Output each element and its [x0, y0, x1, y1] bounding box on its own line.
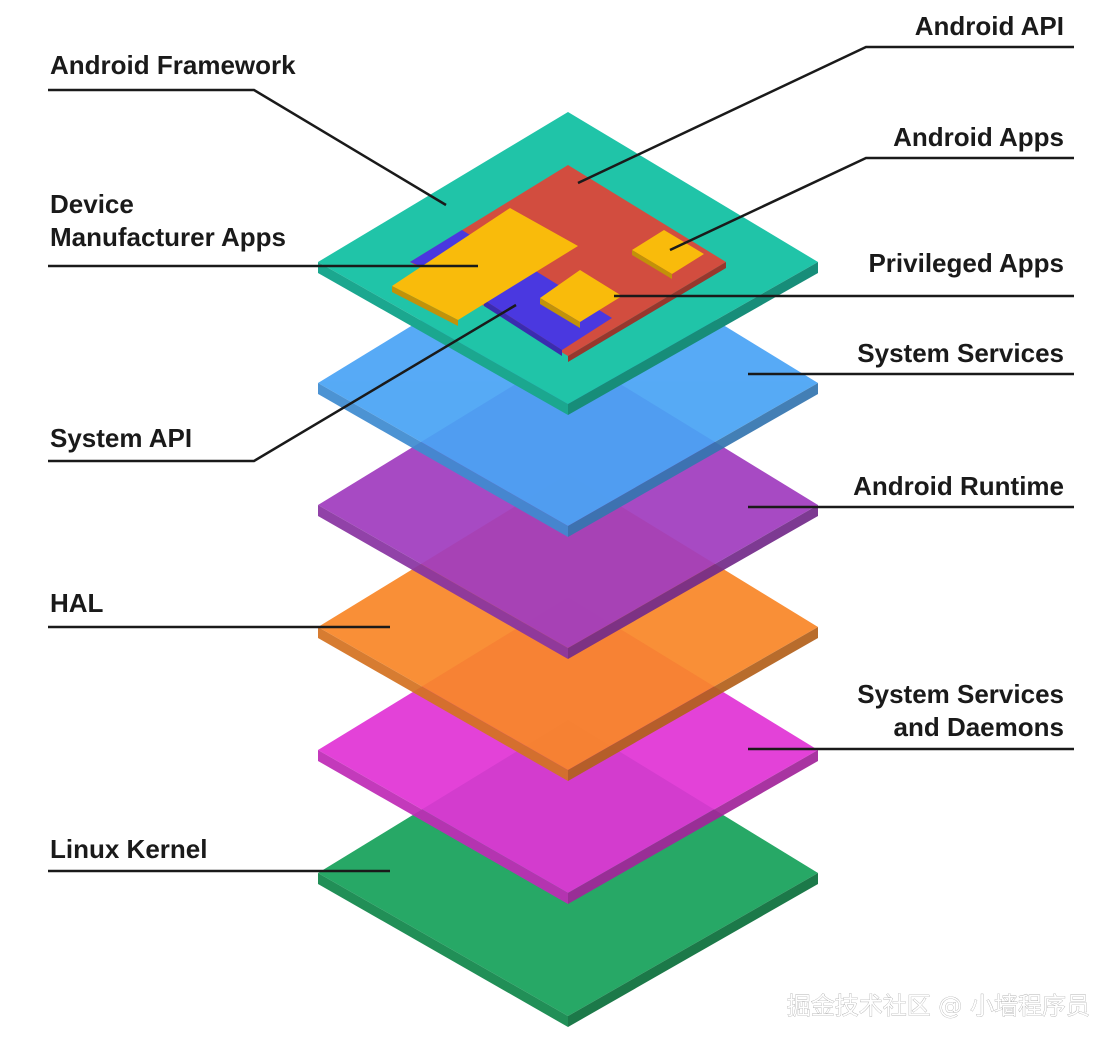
- layer-framework-right-edge: [568, 262, 818, 415]
- label-hal: HAL: [50, 588, 104, 618]
- layer-framework-left-edge: [318, 262, 568, 415]
- label-device-manufacturer-apps-line2: Manufacturer Apps: [50, 222, 286, 252]
- block-system-api-main: [484, 270, 612, 350]
- block-dm-apps-top: [392, 208, 578, 320]
- label-android-api: Android API: [915, 11, 1064, 41]
- label-privileged-apps: Privileged Apps: [868, 248, 1064, 278]
- layer-hal-right-edge: [568, 627, 818, 781]
- block-android-api-right-edge: [568, 262, 726, 362]
- layer-system-services-right-edge: [568, 383, 818, 537]
- block-system-api-left: [410, 230, 478, 270]
- layer-daemons-left-edge: [318, 750, 568, 904]
- label-system-api: System API: [50, 423, 192, 453]
- layer-hal-left-edge: [318, 627, 568, 781]
- layer-runtime-right-edge: [568, 505, 818, 659]
- leader-android-api: [577, 45, 1074, 185]
- label-system-services-daemons-line2: and Daemons: [894, 712, 1065, 742]
- block-system-api: [410, 230, 612, 356]
- layer-system-services-left-edge: [318, 383, 568, 537]
- watermark: 掘金技术社区 @ 小墙程序员: [787, 992, 1090, 1020]
- block-dm-apps-edge: [392, 286, 458, 326]
- label-android-runtime: Android Runtime: [853, 471, 1064, 501]
- label-system-services-daemons-line1: System Services: [857, 679, 1064, 709]
- block-android-apps: [632, 230, 704, 279]
- block-device-manufacturer-apps: [392, 208, 578, 326]
- block-system-api-main-edge: [484, 300, 562, 356]
- block-android-apps-top: [632, 230, 704, 274]
- label-device-manufacturer-apps-line1: Device: [50, 189, 134, 219]
- layer-linux-kernel-right-edge: [568, 873, 818, 1027]
- leader-system-api: [48, 303, 517, 463]
- label-system-services: System Services: [857, 338, 1064, 368]
- label-android-apps: Android Apps: [893, 122, 1064, 152]
- layer-linux-kernel-left-edge: [318, 873, 568, 1027]
- label-linux-kernel: Linux Kernel: [50, 834, 207, 864]
- label-android-framework: Android Framework: [50, 50, 296, 80]
- block-privileged-apps-top: [540, 270, 622, 322]
- block-privileged-apps: [540, 270, 622, 328]
- layer-daemons-right-edge: [568, 750, 818, 904]
- block-privileged-apps-edge: [540, 298, 580, 328]
- block-android-apps-edge: [632, 250, 672, 279]
- leader-android-framework: [48, 88, 447, 207]
- leader-android-apps: [669, 156, 1074, 252]
- layer-runtime-left-edge: [318, 505, 568, 659]
